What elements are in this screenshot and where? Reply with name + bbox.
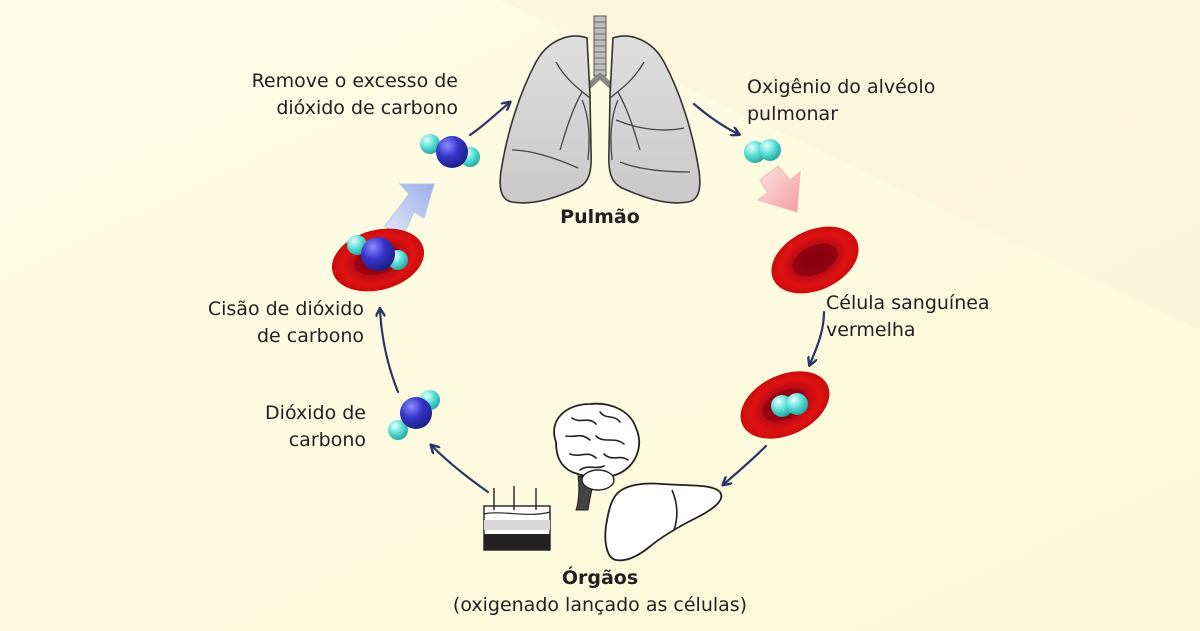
oxygen-down-arrow	[756, 165, 801, 213]
oxygenated-blood-cell-icon	[740, 371, 830, 439]
co2-blood-cell-icon	[331, 228, 425, 292]
liver-icon	[604, 482, 723, 562]
lung-label: Pulmão	[545, 204, 655, 231]
o2-molecule-icon	[744, 139, 781, 163]
oxygen-alveolus-label: Oxigênio do alvéolo pulmonar	[747, 74, 935, 128]
remove-co2-label: Remove o excesso de dióxido de carbono	[200, 68, 458, 122]
organs-label-subtitle: (oxigenado lançado as células)	[452, 594, 748, 616]
background-wash	[500, 0, 1200, 330]
red-blood-cell-label-line2: vermelha	[826, 319, 916, 341]
oxygen-alveolus-label-line1: Oxigênio do alvéolo	[747, 76, 936, 98]
arrow-co2-to-lung	[468, 103, 509, 137]
co2-cleavage-label-line1: Cisão de dióxido	[207, 298, 364, 320]
organs-label-title: Órgãos	[561, 567, 639, 589]
co2-cleavage-label-line2: de carbono	[256, 325, 364, 347]
arrow-rbc-to-rbc	[810, 310, 826, 364]
skin-tissue-icon	[483, 486, 551, 551]
lung-label-text: Pulmão	[560, 206, 640, 228]
co2-label: Dióxido de carbono	[230, 400, 366, 454]
co2-label-line2: carbono	[288, 429, 366, 451]
left-lung	[499, 35, 593, 204]
arrow-skin-to-co2	[432, 446, 490, 494]
right-lung	[607, 35, 701, 204]
co2-molecule-bottom-icon	[388, 390, 440, 440]
arrow-lung-to-oxygen	[692, 102, 738, 134]
co2-label-line1: Dióxido de	[265, 402, 366, 424]
organs-label: Órgãos (oxigenado lançado as células)	[420, 565, 780, 619]
red-blood-cell-icon	[771, 226, 859, 294]
trachea	[579, 15, 621, 95]
red-blood-cell-label: Célula sanguínea vermelha	[826, 290, 990, 344]
cycle-arrows	[380, 102, 826, 494]
co2-cleavage-label: Cisão de dióxido de carbono	[170, 296, 364, 350]
lungs-icon	[499, 15, 701, 204]
co2-molecule-top-icon	[420, 134, 480, 168]
brain-icon	[553, 402, 640, 511]
remove-co2-label-line2: dióxido de carbono	[276, 97, 458, 119]
arrow-co2-to-rbc	[380, 310, 400, 394]
oxygen-alveolus-label-line2: pulmonar	[747, 103, 839, 125]
red-blood-cell-label-line1: Célula sanguínea	[826, 292, 990, 314]
arrow-rbc-to-liver	[724, 444, 768, 484]
remove-co2-label-line1: Remove o excesso de	[251, 70, 458, 92]
